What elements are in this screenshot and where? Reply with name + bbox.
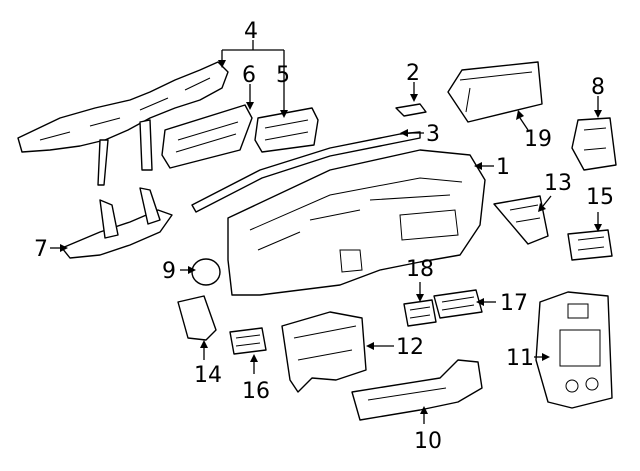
part-15-vent bbox=[567, 229, 613, 261]
callout-5: 5 bbox=[276, 63, 290, 88]
callout-18: 18 bbox=[406, 257, 434, 282]
leader-lines bbox=[50, 40, 602, 424]
callout-9: 9 bbox=[162, 259, 176, 284]
callout-16: 16 bbox=[242, 379, 270, 404]
part-8-panel bbox=[571, 117, 617, 171]
part-cross-car-beam bbox=[17, 61, 229, 186]
part-10-lower-trim bbox=[351, 359, 483, 421]
callout-11: 11 bbox=[506, 346, 534, 371]
part-2-clip bbox=[395, 103, 427, 117]
part-11-center-bezel bbox=[535, 291, 613, 409]
callout-6: 6 bbox=[242, 63, 256, 88]
callout-15: 15 bbox=[586, 185, 614, 210]
callout-13: 13 bbox=[544, 171, 572, 196]
part-14-panel bbox=[177, 295, 217, 341]
callout-14: 14 bbox=[194, 363, 222, 388]
part-3-defroster-strip bbox=[191, 131, 421, 213]
callout-12: 12 bbox=[396, 335, 424, 360]
callout-4: 4 bbox=[244, 19, 258, 44]
callouts: 4 6 5 2 3 1 8 19 13 15 7 9 18 17 12 11 1… bbox=[34, 19, 614, 454]
part-5-bracket bbox=[254, 107, 319, 153]
callout-19: 19 bbox=[524, 127, 552, 152]
part-6-bracket bbox=[161, 104, 253, 169]
part-7-lower-bracket bbox=[61, 187, 173, 259]
callout-2: 2 bbox=[406, 61, 420, 86]
part-1-instrument-panel bbox=[227, 149, 486, 296]
callout-7: 7 bbox=[34, 237, 48, 262]
part-18-vent bbox=[403, 299, 437, 327]
callout-1: 1 bbox=[496, 155, 510, 180]
part-16-vent bbox=[229, 327, 267, 355]
callout-8: 8 bbox=[591, 75, 605, 100]
part-12-cluster-bezel bbox=[281, 311, 367, 393]
part-13-vent bbox=[493, 195, 549, 245]
callout-10: 10 bbox=[414, 429, 442, 454]
part-17-vent bbox=[433, 289, 483, 319]
part-9-cap bbox=[191, 258, 221, 286]
part-19-glove-box bbox=[447, 61, 543, 123]
callout-3: 3 bbox=[426, 122, 440, 147]
callout-17: 17 bbox=[500, 291, 528, 316]
